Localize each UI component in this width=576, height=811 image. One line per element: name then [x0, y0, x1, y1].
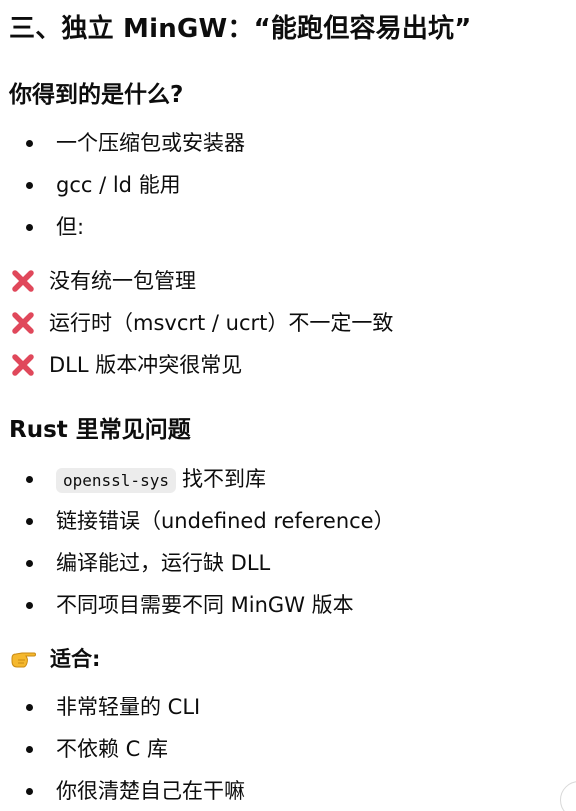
cross-mark-icon: [10, 352, 36, 378]
list-item-text: 编译能过，运行缺 DLL: [56, 551, 271, 575]
list-item-text: 链接错误（undefined reference）: [56, 509, 395, 533]
problem-text: 运行时（msvcrt / ucrt）不一定一致: [49, 311, 394, 335]
bullet: [26, 224, 33, 231]
list-item-text: 一个压缩包或安装器: [56, 131, 245, 155]
scroll-down-button[interactable]: [560, 781, 576, 811]
list-item-text: 但:: [56, 215, 85, 239]
cross-mark-icon: [10, 268, 36, 294]
list-item-text: 不同项目需要不同 MinGW 版本: [56, 593, 354, 617]
bullet: [26, 140, 33, 147]
section-title: 三、独立 MinGW：“能跑但容易出坑”: [9, 14, 472, 44]
problem-line: 运行时（msvcrt / ucrt）不一定一致: [10, 305, 393, 341]
problem-line: DLL 版本冲突很常见: [10, 347, 242, 383]
bullet: [26, 602, 33, 609]
list-item-text: 不依赖 C 库: [56, 737, 169, 761]
list-item-label: 找不到库: [181, 467, 266, 491]
bullet: [26, 704, 33, 711]
bullet: [26, 560, 33, 567]
pointing-hand-icon: [10, 646, 38, 672]
problem-text: DLL 版本冲突很常见: [49, 353, 243, 377]
what-you-get-heading: 你得到的是什么?: [9, 82, 184, 108]
list-item-text: 非常轻量的 CLI: [56, 695, 201, 719]
inline-code: openssl-sys: [56, 468, 176, 493]
bullet: [26, 518, 33, 525]
cross-mark-icon: [10, 310, 36, 336]
list-item-text: 你很清楚自己在干嘛: [56, 779, 245, 803]
list-item-text: gcc / ld 能用: [56, 173, 181, 197]
problem-line: 没有统一包管理: [10, 263, 196, 299]
bullet: [26, 788, 33, 795]
rust-issues-heading: Rust 里常见问题: [9, 417, 191, 443]
suitable-label: 适合:: [50, 647, 101, 671]
bullet: [26, 476, 33, 483]
bullet: [26, 746, 33, 753]
bullet: [26, 182, 33, 189]
problem-text: 没有统一包管理: [49, 269, 196, 293]
suitable-label-line: 适合:: [10, 641, 100, 677]
